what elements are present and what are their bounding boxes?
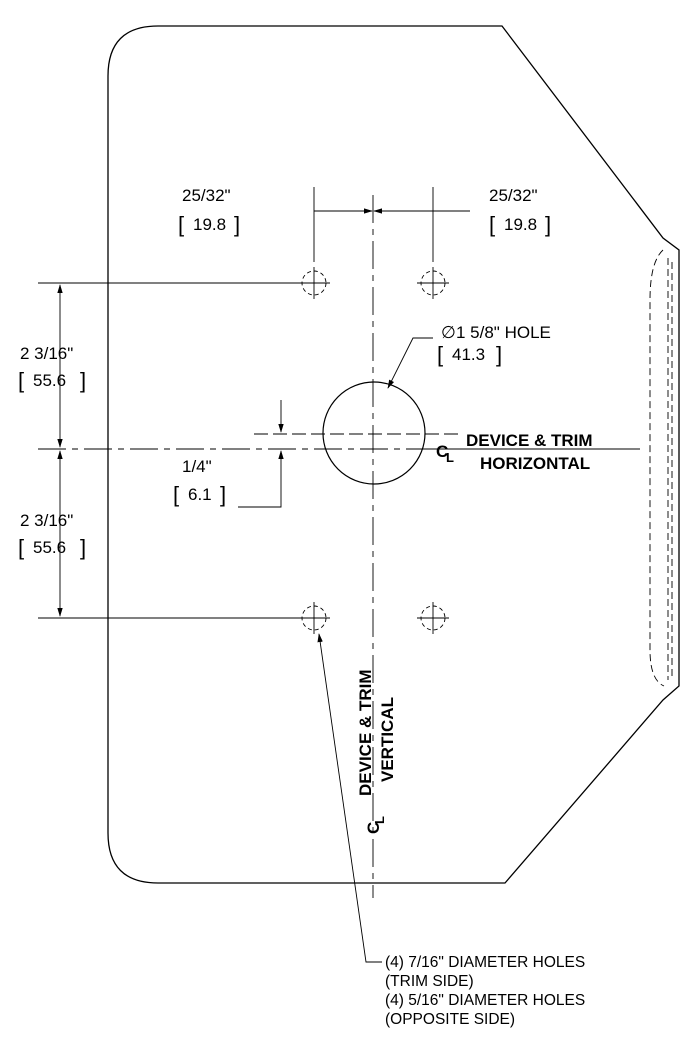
vertical-centerline-label: C L DEVICE & TRIM VERTICAL (356, 669, 397, 834)
center-hole-label: ∅ 1 5/8" HOLE [ 41.3 ] (437, 323, 551, 367)
svg-text:6.1: 6.1 (188, 485, 212, 504)
svg-text:(TRIM SIDE): (TRIM SIDE) (385, 973, 474, 990)
dim-left-upper-mm: [ 55.6 ] (18, 368, 86, 393)
holes-note: (4) 7/16" DIAMETER HOLES (TRIM SIDE) (4)… (385, 954, 585, 1028)
svg-text:]: ] (545, 212, 551, 237)
svg-text:19.8: 19.8 (504, 215, 537, 234)
mounting-hole-bottom-right (417, 602, 449, 634)
svg-text:[: [ (489, 212, 495, 237)
dim-top-left-inch: 25/32" (182, 186, 231, 205)
centerline-symbol-c: C (436, 442, 448, 461)
dim-left-lower-inch: 2 3/16" (20, 511, 73, 530)
centerline-symbol-l: L (446, 450, 454, 465)
svg-text:(OPPOSITE SIDE): (OPPOSITE SIDE) (385, 1011, 515, 1028)
svg-text:[: [ (178, 212, 184, 237)
mounting-hole-bottom-left (298, 602, 330, 634)
dim-top-right-mm: [ 19.8 ] (489, 212, 551, 237)
dim-top-right-inch: 25/32" (489, 186, 538, 205)
center-hole-leader (387, 337, 433, 389)
svg-text:[: [ (18, 368, 24, 393)
horizontal-centerline-label: C L DEVICE & TRIM HORIZONTAL (436, 431, 593, 473)
svg-text:41.3: 41.3 (452, 345, 485, 364)
svg-text:]: ] (80, 368, 86, 393)
svg-text:[: [ (18, 535, 24, 560)
svg-text:DEVICE & TRIM: DEVICE & TRIM (466, 431, 593, 450)
svg-text:]: ] (234, 212, 240, 237)
svg-text:(4) 7/16" DIAMETER HOLES: (4) 7/16" DIAMETER HOLES (385, 954, 585, 971)
dim-left-upper-inch: 2 3/16" (20, 344, 73, 363)
svg-text:]: ] (80, 535, 86, 560)
svg-text:HORIZONTAL: HORIZONTAL (480, 454, 590, 473)
svg-text:55.6: 55.6 (33, 371, 66, 390)
svg-text:19.8: 19.8 (193, 215, 226, 234)
center-hole (322, 381, 426, 485)
svg-text:DEVICE & TRIM: DEVICE & TRIM (356, 669, 375, 796)
centerline-symbol-l-vertical: L (372, 816, 387, 824)
svg-text:1 5/8" HOLE: 1 5/8" HOLE (456, 323, 551, 342)
centerline-symbol-c-vertical: C (364, 822, 383, 834)
svg-text:[: [ (173, 482, 179, 507)
dim-offset-mm: [ 6.1 ] (173, 482, 226, 507)
dim-left-lower-mm: [ 55.6 ] (18, 535, 86, 560)
svg-text:]: ] (220, 482, 226, 507)
plate-outline (107, 25, 680, 884)
svg-text:(4) 5/16" DIAMETER HOLES: (4) 5/16" DIAMETER HOLES (385, 992, 585, 1009)
svg-text:]: ] (496, 342, 502, 367)
mounting-hole-top-left (298, 267, 330, 299)
holes-note-leader (317, 633, 382, 963)
dim-offset-inch: 1/4" (182, 457, 212, 476)
svg-text:[: [ (437, 342, 443, 367)
dim-top-left-mm: [ 19.8 ] (178, 212, 240, 237)
offset-arrow-bottom (238, 450, 284, 508)
edge-flange (649, 249, 673, 687)
mounting-hole-top-right (417, 267, 449, 299)
svg-text:55.6: 55.6 (33, 538, 66, 557)
diameter-symbol: ∅ (441, 323, 456, 342)
svg-text:VERTICAL: VERTICAL (378, 697, 397, 782)
